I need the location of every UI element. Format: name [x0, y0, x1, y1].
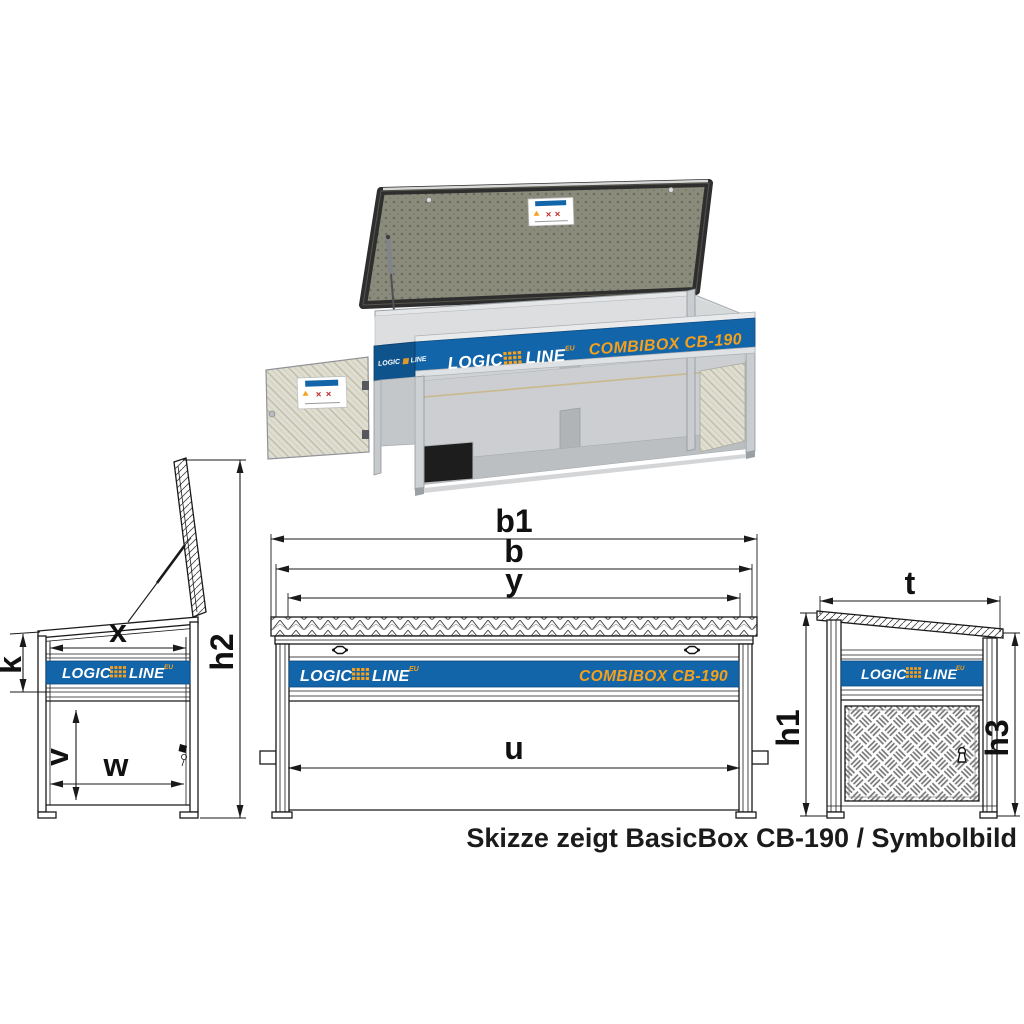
side-logo-left: LOGIC: [62, 665, 112, 682]
iso-cap-logo: LOGIC▦LINE: [378, 356, 428, 368]
lid-warning-label: [527, 197, 575, 227]
door-handle: [268, 410, 276, 418]
dim-k-label: k: [0, 656, 28, 674]
dim-x: x: [49, 613, 187, 656]
dim-h3-label: h3: [979, 719, 1015, 756]
door-lock-icon: [957, 746, 967, 763]
dim-k: k: [0, 631, 50, 693]
end-logo-sup: EU: [956, 666, 965, 672]
dim-h2: h2: [183, 459, 246, 819]
iso-logo-right: LINE: [525, 346, 567, 368]
front-left-tab: [259, 750, 277, 765]
caption-text: Skizze zeigt BasicBox CB-190 / Symbolbil…: [466, 823, 1017, 853]
front-logo-sup: EU: [409, 666, 420, 673]
end-banner-logo: LOGIC LINE EU: [861, 666, 965, 682]
side-logo-right: LINE: [129, 665, 165, 682]
side-body: [37, 616, 199, 819]
lock-latch-icon: [683, 645, 701, 655]
door-warning-label: [296, 375, 348, 410]
side-latch: [178, 744, 187, 767]
dim-b: b: [275, 533, 753, 617]
side-lid-section: [173, 457, 207, 618]
door-hinge: [362, 381, 369, 390]
front-view: LOGIC LINE EU COMBIBOX CB-190 b1 b: [259, 503, 769, 819]
dim-w-label: w: [103, 747, 129, 783]
iso-product-render: LOGIC LINE EU COMBIBOX CB-190 LOGIC▦LINE: [359, 179, 756, 491]
end-lid-section: [816, 610, 1004, 639]
end-view: LOGIC LINE EU t: [770, 565, 1020, 819]
iso-open-lid: [359, 179, 713, 309]
dim-t: t: [819, 565, 1001, 632]
iso-front-banner: LOGIC LINE EU COMBIBOX CB-190: [414, 311, 756, 378]
end-right-foot: [979, 811, 998, 819]
side-door-aperture: [423, 441, 474, 484]
dim-y: y: [287, 562, 741, 617]
lid-screw: [668, 186, 675, 193]
iso-end-plate-panel: [699, 362, 746, 453]
side-gas-strut: [127, 537, 192, 623]
dim-h1: h1: [770, 612, 827, 817]
end-logo-left: LOGIC: [861, 666, 907, 682]
end-door: [844, 705, 980, 802]
front-banner-logo: LOGIC LINE EU COMBIBOX CB-190: [300, 666, 728, 685]
iso-legs: [415, 450, 755, 496]
iso-logo-sup: EU: [565, 345, 576, 353]
front-right-foot: [735, 811, 757, 819]
end-logo-right: LINE: [924, 666, 957, 682]
dim-y-label: y: [505, 562, 523, 598]
end-left-foot: [826, 811, 845, 819]
side-banner: [45, 660, 191, 685]
front-top-rail: [288, 643, 740, 658]
front-right-tab: [751, 750, 769, 765]
dim-t-label: t: [905, 565, 916, 601]
side-banner-logo: LOGIC LINE EU: [62, 664, 173, 682]
front-product-label: COMBIBOX CB-190: [579, 668, 728, 685]
dim-b1-label: b1: [495, 503, 532, 539]
dim-u: u: [288, 730, 740, 772]
lock-latch-icon: [331, 645, 349, 655]
dim-v-label: v: [39, 748, 75, 766]
front-left-foot: [271, 811, 293, 819]
front-logo-right: LINE: [372, 668, 411, 685]
dim-x-label: x: [109, 613, 127, 649]
dim-b1: b1: [270, 503, 758, 617]
front-logo-left: LOGIC: [300, 668, 352, 685]
dim-w: w: [50, 747, 184, 788]
dim-b-label: b: [504, 533, 524, 569]
iso-open-side-door: [265, 356, 370, 460]
dim-h3: h3: [979, 632, 1020, 817]
lid-screw: [425, 196, 432, 203]
dim-h1-label: h1: [770, 709, 806, 746]
door-hinge: [362, 430, 369, 439]
dim-u-label: u: [504, 730, 524, 766]
iso-gas-strut: [385, 234, 395, 312]
front-lid: [270, 616, 758, 637]
dim-h2-label: h2: [204, 633, 240, 670]
side-view: LOGIC LINE EU x k v w: [0, 457, 246, 819]
iso-logo-left: LOGIC: [447, 350, 504, 373]
side-logo-sup: EU: [164, 664, 173, 671]
